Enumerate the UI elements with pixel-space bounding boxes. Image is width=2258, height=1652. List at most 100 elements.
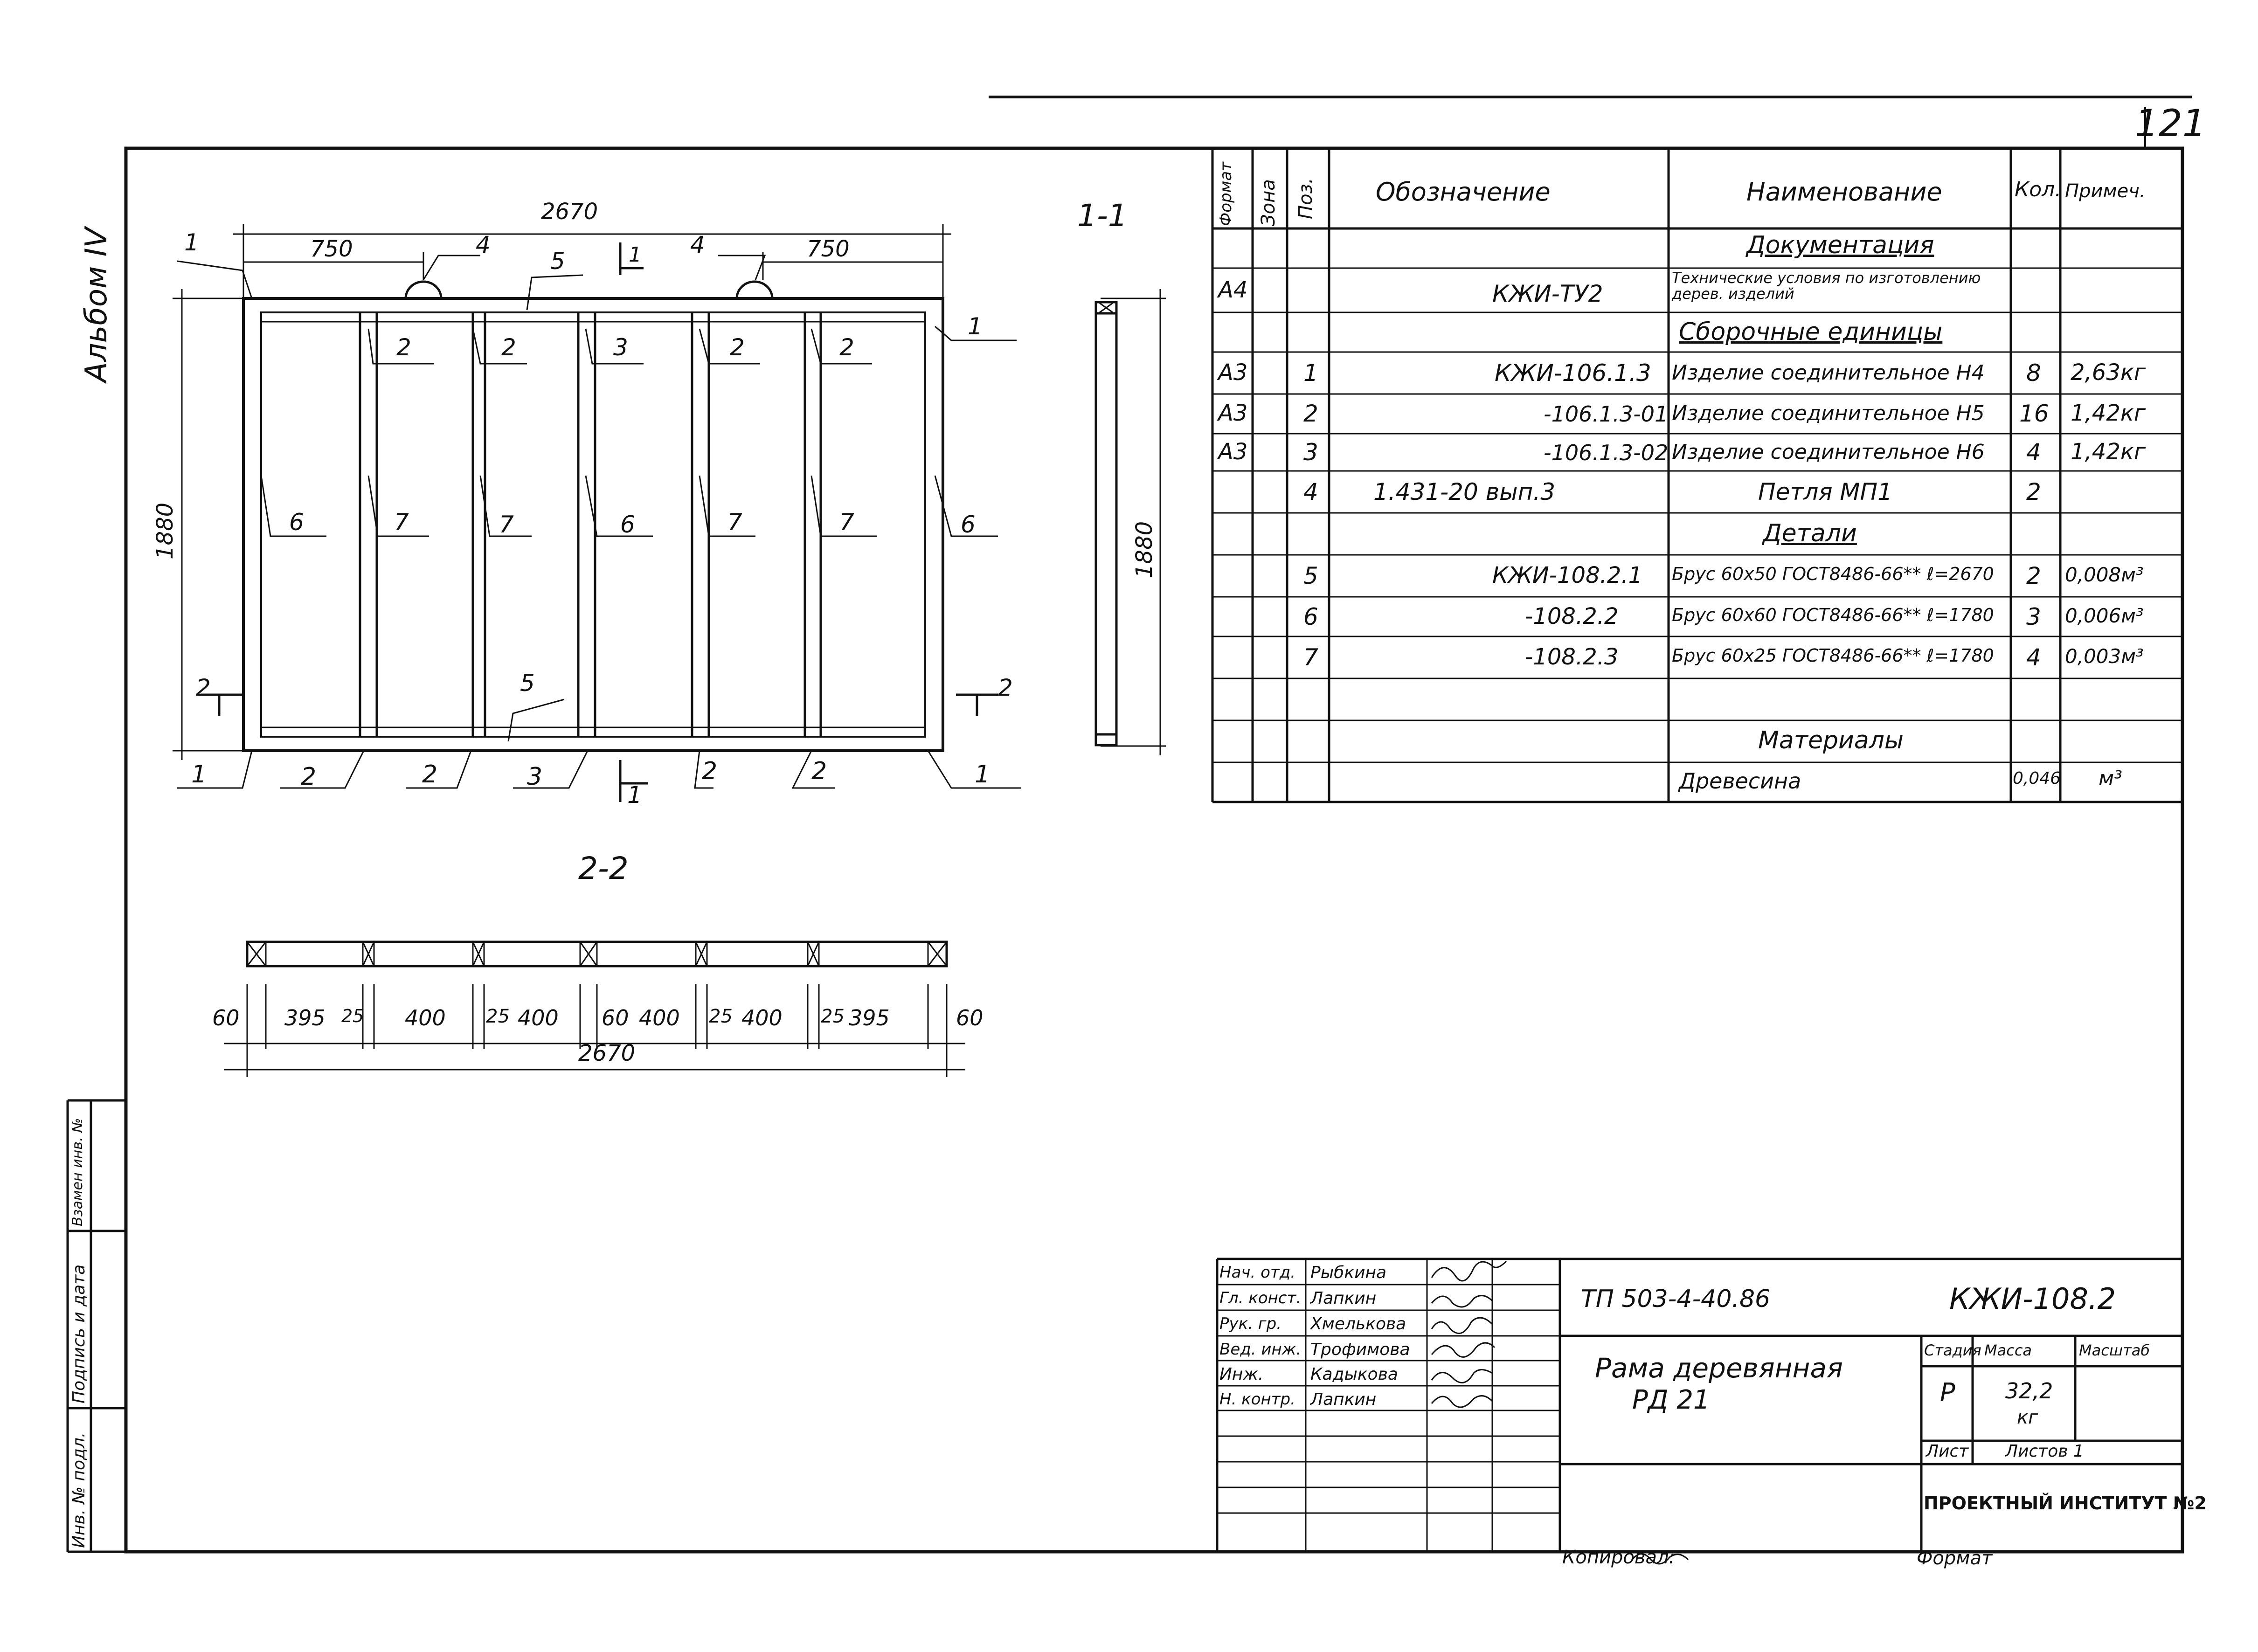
seg-dim: 395 <box>849 1005 890 1030</box>
spec-row-des: КЖИ-108.2.1 <box>1492 562 1643 588</box>
spec-row-name: Брус 60х25 ГОСТ8486-66** ℓ=1780 <box>1672 645 1994 666</box>
album-label: Альбом IV <box>79 227 114 382</box>
spec-row-des: КЖИ-ТУ2 <box>1492 280 1603 307</box>
tb-name: Лапкин <box>1310 1289 1377 1308</box>
section-cut-marks <box>201 242 998 802</box>
stamp-sign-label: Подпись и дата <box>69 1264 89 1403</box>
leader-lines <box>177 255 1021 789</box>
spec-row-qty: 8 <box>2026 359 2041 387</box>
callout-upper-2a: 2 <box>396 334 411 361</box>
spec-row-pos: 1 <box>1303 359 1318 387</box>
dim-section-height: 1880 <box>1131 521 1157 578</box>
spec-row-qty: 2 <box>2026 478 2041 505</box>
spec-section-documentation: Документация <box>1746 231 1934 259</box>
callout-upper-3: 3 <box>613 334 628 361</box>
tb-name: Рыбкина <box>1310 1263 1387 1282</box>
spec-row-des: -106.1.3-02 <box>1544 440 1669 465</box>
dim-frame-height: 1880 <box>152 502 178 560</box>
spec-row-des: КЖИ-106.1.3 <box>1495 359 1651 387</box>
title-block-rows <box>1217 1259 1560 1552</box>
callout-mid-7d: 7 <box>839 509 854 536</box>
spec-row-fmt: А3 <box>1218 439 1248 465</box>
spec-header-note: Примеч. <box>2065 180 2146 202</box>
spec-row-name: Изделие соединительное Н5 <box>1672 401 1985 425</box>
callout-top-1: 1 <box>184 229 199 256</box>
sheet-number: 121 <box>2135 102 2206 145</box>
callout-top-4-right: 4 <box>690 231 705 258</box>
spec-row-fmt: А3 <box>1218 359 1248 386</box>
spec-row-note: 0,003м³ <box>2065 645 2144 668</box>
callout-bottom-2c: 2 <box>702 757 718 785</box>
callout-mid-6c: 6 <box>961 511 976 538</box>
left-stamp-lines <box>66 1099 126 1553</box>
seg-dim: 25 <box>486 1006 510 1027</box>
callout-top-4-left: 4 <box>476 231 491 258</box>
dim-frame-width: 2670 <box>541 199 598 225</box>
tb-sheet-label: Лист <box>1926 1442 1969 1461</box>
tb-sheets-label: Листов 1 <box>2005 1442 2084 1461</box>
tb-stage-label: Стадия <box>1924 1341 1981 1359</box>
spec-row-name: Технические условия по изготовлению дере… <box>1672 269 1981 303</box>
tb-role: Н. контр. <box>1219 1390 1295 1409</box>
tb-project: ТП 503-4-40.86 <box>1581 1285 1771 1313</box>
seg-dim: 60 <box>602 1005 629 1030</box>
seg-dim: 60 <box>956 1005 984 1030</box>
spec-table-grid <box>1211 148 2184 803</box>
spec-row-note: 1,42кг <box>2071 439 2146 465</box>
footer-format: Формат <box>1917 1548 1993 1569</box>
seg-dim: 395 <box>284 1005 326 1030</box>
spec-row-des: -108.2.2 <box>1525 603 1619 629</box>
spec-row-pos: 3 <box>1303 439 1318 466</box>
spec-row-name: Изделие соединительное Н6 <box>1672 440 1985 464</box>
cut-mark-1-top: 1 <box>629 243 642 267</box>
spec-row-pos: 2 <box>1303 400 1318 427</box>
callout-upper-2c: 2 <box>730 334 745 361</box>
tb-role: Нач. отд. <box>1219 1263 1296 1282</box>
callout-lower-5: 5 <box>520 670 535 697</box>
spec-row-pos: 7 <box>1303 644 1318 671</box>
tb-name: Хмелькова <box>1310 1314 1406 1334</box>
tb-name: Кадыкова <box>1310 1365 1398 1384</box>
dim-right-offset: 750 <box>807 236 850 262</box>
tb-mass: 32,2 <box>2005 1378 2053 1403</box>
tb-title-line2: РД 21 <box>1632 1385 1710 1415</box>
spec-header-name: Наименование <box>1746 177 1942 207</box>
spec-header-designation: Обозначение <box>1376 177 1551 207</box>
callout-bottom-1b: 1 <box>975 760 990 788</box>
spec-row-des: -108.2.3 <box>1525 644 1619 670</box>
tb-role: Вед. инж. <box>1219 1340 1302 1359</box>
spec-row-lines <box>1212 267 2182 763</box>
tb-name: Трофимова <box>1310 1340 1410 1359</box>
spec-row-fmt: А4 <box>1218 277 1248 303</box>
callout-top-5: 5 <box>550 248 565 275</box>
spec-row-qty: 4 <box>2026 439 2041 466</box>
tb-role: Гл. конст. <box>1219 1289 1302 1307</box>
spec-row-name: Изделие соединительное Н4 <box>1672 361 1985 385</box>
callout-bottom-1a: 1 <box>191 760 207 788</box>
spec-section-details: Детали <box>1763 519 1857 547</box>
spec-row-note: 1,42кг <box>2071 400 2146 426</box>
footer-copied: Копировал: <box>1562 1547 1676 1568</box>
tb-role: Инж. <box>1219 1365 1264 1384</box>
cut-mark-1-bottom: 1 <box>627 781 642 809</box>
spec-header-zone: Зона <box>1258 179 1279 226</box>
spec-row-des: -106.1.3-01 <box>1544 401 1669 427</box>
spec-section-materials: Материалы <box>1758 726 1904 754</box>
callout-mid-7b: 7 <box>499 511 514 538</box>
spec-section-assemblies: Сборочные единицы <box>1679 318 1943 346</box>
seg-dim: 25 <box>341 1006 364 1026</box>
spec-row-qty: 16 <box>2019 400 2049 427</box>
callout-bottom-2a: 2 <box>301 763 317 791</box>
callout-bottom-2d: 2 <box>811 757 827 785</box>
spec-row-note: 2,63кг <box>2071 359 2146 386</box>
callout-mid-7c: 7 <box>727 509 742 536</box>
spec-row-name: Древесина <box>1679 768 1801 794</box>
spec-row-note: м³ <box>2099 767 2122 790</box>
section-2-2 <box>224 940 965 1077</box>
seg-dim: 25 <box>821 1006 845 1027</box>
section-1-1-title: 1-1 <box>1077 198 1128 234</box>
seg-dim: 400 <box>741 1005 783 1030</box>
callout-upper-1: 1 <box>968 313 983 340</box>
